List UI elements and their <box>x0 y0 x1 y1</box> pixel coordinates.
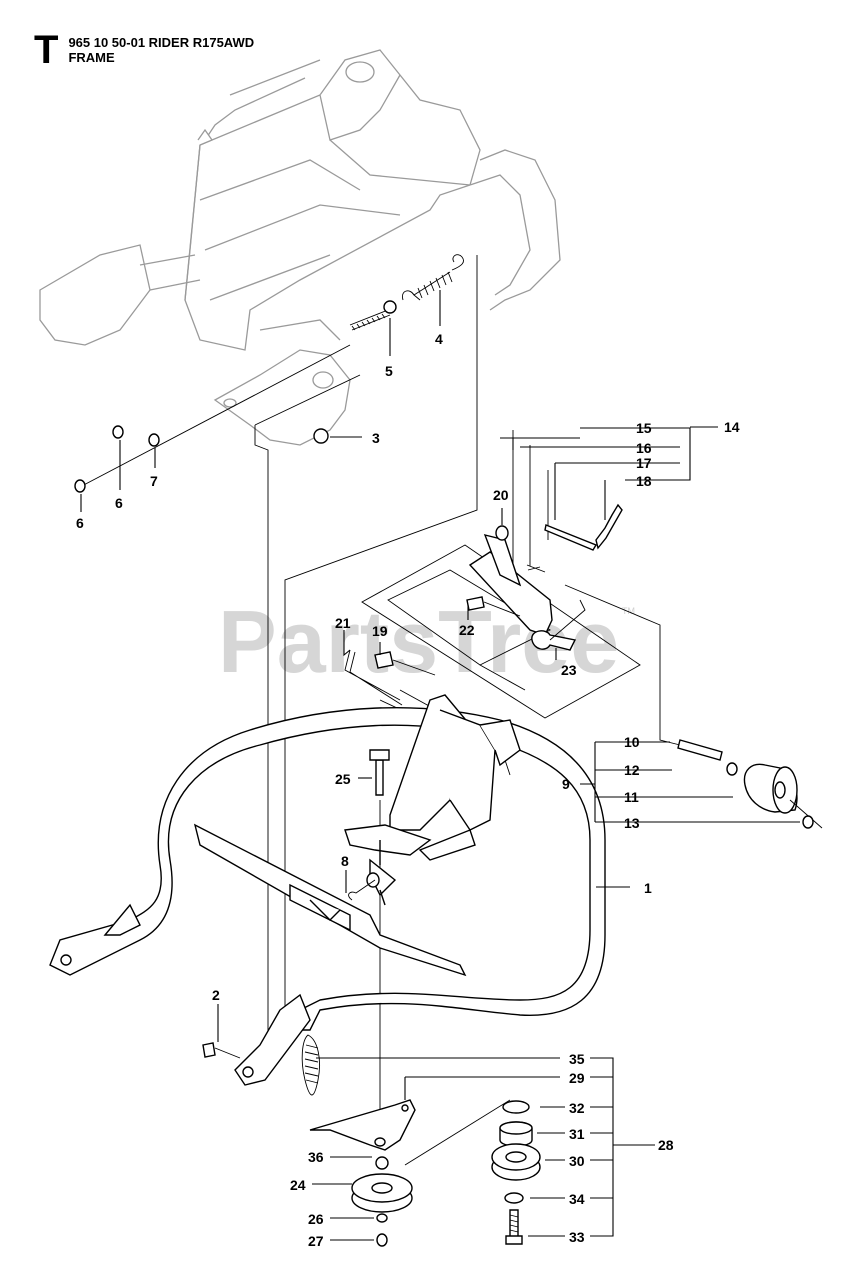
callout-4: 4 <box>435 331 443 347</box>
callout-8: 8 <box>341 853 349 869</box>
pedal-bracket-assembly <box>344 503 623 706</box>
callout-34: 34 <box>569 1191 585 1207</box>
callout-10: 10 <box>624 734 640 750</box>
pulley-assembly <box>301 1034 541 1247</box>
section-letter: T <box>34 28 59 72</box>
callout-14: 14 <box>724 419 740 435</box>
callout-labels: 1 2 3 4 5 6 6 7 8 9 10 11 12 13 14 15 16… <box>76 331 740 1249</box>
callout-2: 2 <box>212 987 220 1003</box>
callout-16: 16 <box>636 440 652 456</box>
callout-5: 5 <box>385 363 393 379</box>
callout-21: 21 <box>335 615 351 631</box>
header-text: 965 10 50-01 RIDER R175AWD FRAME <box>68 32 254 65</box>
pivot-rod <box>74 344 351 493</box>
watermark-tm: TM <box>622 606 635 616</box>
callout-36: 36 <box>308 1149 324 1165</box>
callout-33: 33 <box>569 1229 585 1245</box>
callout-23: 23 <box>561 662 577 678</box>
callout-27: 27 <box>308 1233 324 1249</box>
callout-3: 3 <box>372 430 380 446</box>
callout-18: 18 <box>636 473 652 489</box>
callout-31: 31 <box>569 1126 585 1142</box>
reference-lines <box>254 255 681 1166</box>
callout-22: 22 <box>459 622 475 638</box>
callout-9: 9 <box>562 776 570 792</box>
callout-11: 11 <box>624 789 639 805</box>
spring-and-eyebolt <box>349 254 464 331</box>
chassis-frame <box>39 49 561 446</box>
callout-26: 26 <box>308 1211 324 1227</box>
wheel-assembly <box>677 739 823 829</box>
callout-6-b: 6 <box>76 515 84 531</box>
callout-17: 17 <box>636 455 652 471</box>
callout-15: 15 <box>636 420 652 436</box>
callout-30: 30 <box>569 1153 585 1169</box>
callout-12: 12 <box>624 762 640 778</box>
callout-32: 32 <box>569 1100 585 1116</box>
callout-24: 24 <box>290 1177 306 1193</box>
callout-6-a: 6 <box>115 495 123 511</box>
callout-35: 35 <box>569 1051 585 1067</box>
section-title: FRAME <box>68 50 115 65</box>
diagram-header: T 965 10 50-01 RIDER R175AWD FRAME <box>34 28 254 72</box>
callout-28: 28 <box>658 1137 674 1153</box>
callout-1: 1 <box>644 880 652 896</box>
pedal-mount <box>344 694 521 906</box>
callout-20: 20 <box>493 487 509 503</box>
bolt-2 <box>202 1042 241 1059</box>
main-frame-tube <box>49 706 606 1086</box>
callout-19: 19 <box>372 623 388 639</box>
leader-lines <box>80 290 800 1241</box>
callout-13: 13 <box>624 815 640 831</box>
model-line: 965 10 50-01 RIDER R175AWD <box>68 35 255 50</box>
callout-29: 29 <box>569 1070 585 1086</box>
callout-7: 7 <box>150 473 158 489</box>
callout-25: 25 <box>335 771 351 787</box>
